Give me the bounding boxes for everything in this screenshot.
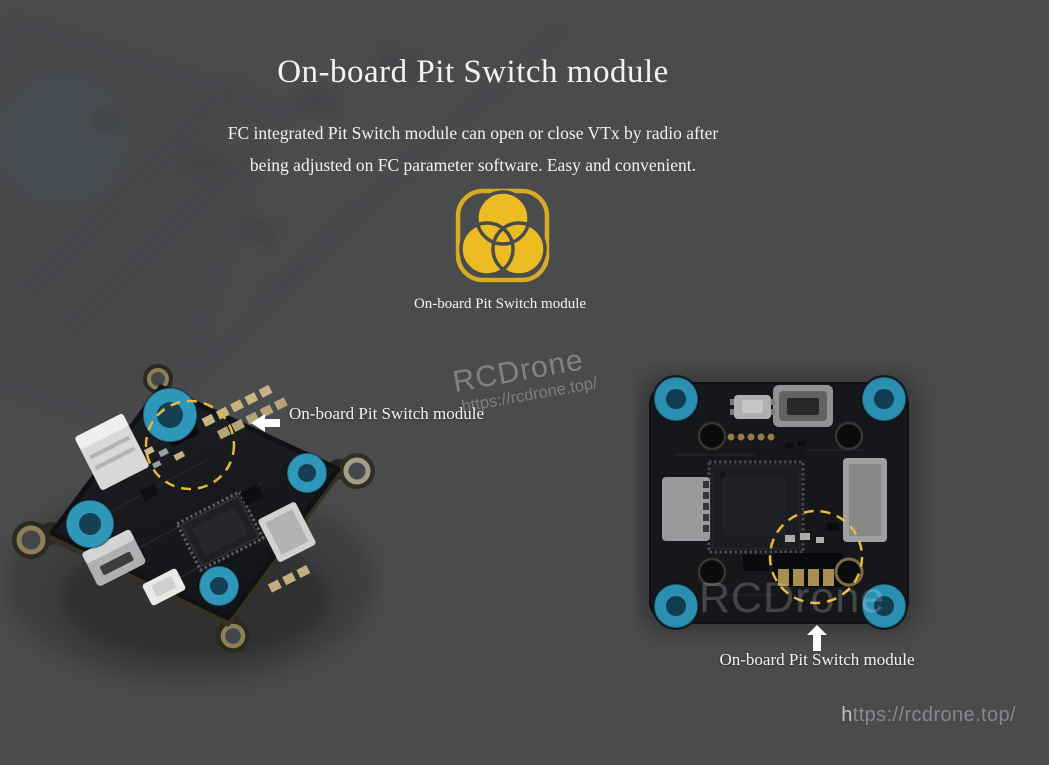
wire-connector: [75, 414, 149, 490]
mcu-chip: [174, 489, 266, 573]
subtitle-line-2: being adjusted on FC parameter software.…: [249, 155, 697, 175]
left-board-label: On-board Pit Switch module: [289, 404, 485, 423]
pit-switch-highlight-circle: [144, 399, 236, 491]
pit-switch-venn-icon: [455, 188, 550, 283]
feature-icon-caption: On-board Pit Switch module: [413, 296, 587, 312]
left-board-image: [5, 364, 375, 683]
micro-usb-port-top: [773, 385, 833, 427]
left-connector: [662, 477, 710, 541]
mcu-chip-top: [707, 460, 805, 554]
page-subtitle: FC integrated Pit Switch module can open…: [228, 117, 719, 181]
pit-switch-highlight-circle-top: [768, 509, 864, 605]
left-arrow-icon: [251, 414, 280, 432]
vtx-solder-pads: [778, 569, 834, 586]
rubber-grommets: [65, 387, 328, 607]
right-connector: [843, 458, 887, 542]
rubber-grommets-top: [653, 376, 907, 629]
right-board-image: [637, 371, 921, 635]
up-arrow-icon: [807, 625, 827, 651]
micro-usb-port: [82, 529, 146, 586]
right-board-label: On-board Pit Switch module: [719, 650, 915, 669]
background-circuit-texture: [0, 15, 562, 440]
boot-button: [142, 568, 186, 606]
solder-pads-top: [201, 384, 288, 440]
cam-connector: [258, 502, 316, 562]
footer-url: https://rcdrone.top/: [841, 704, 1016, 726]
page-title: On-board Pit Switch module: [277, 54, 669, 90]
boot-button-top: [730, 395, 775, 419]
subtitle-line-1: FC integrated Pit Switch module can open…: [227, 123, 719, 143]
